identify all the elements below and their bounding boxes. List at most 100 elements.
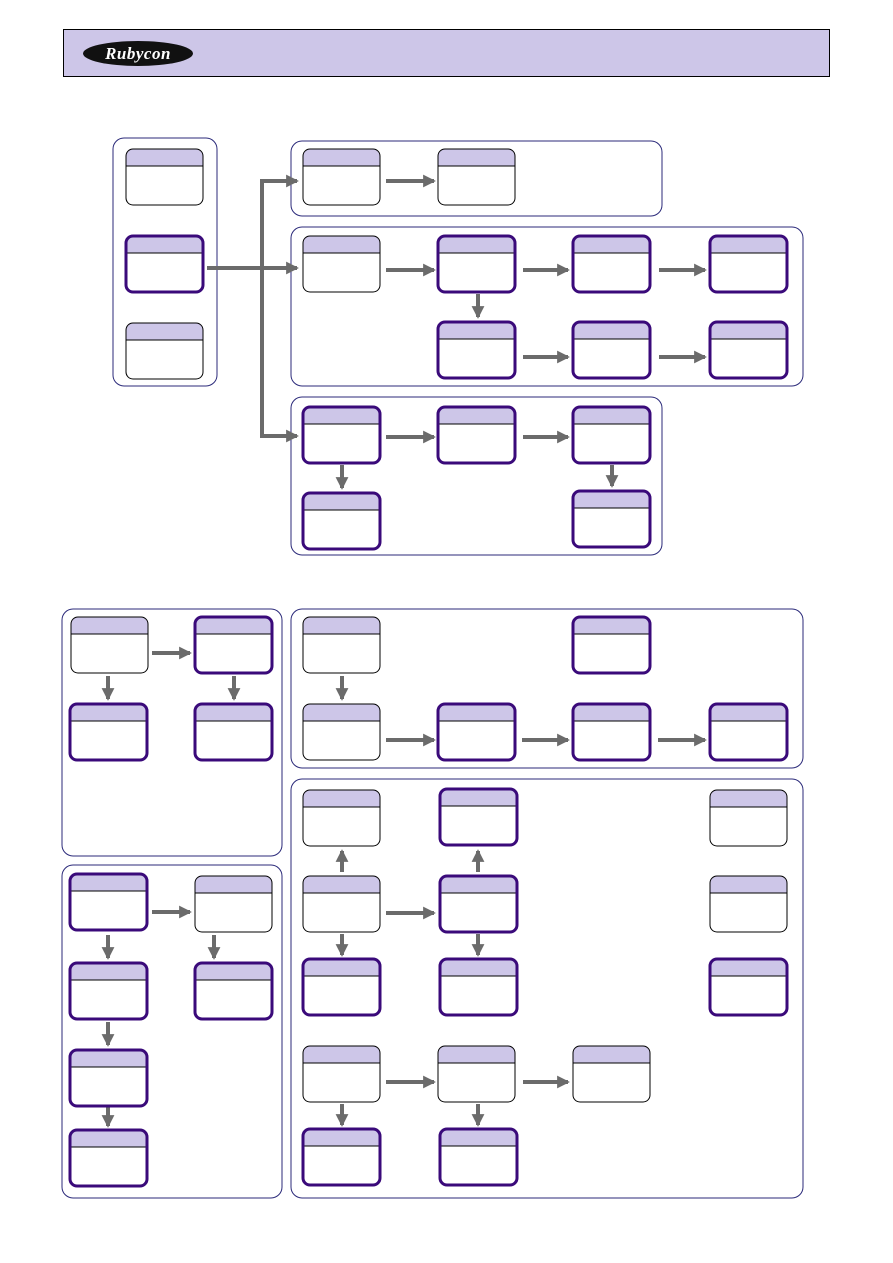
box-header xyxy=(710,322,787,339)
group-frames xyxy=(61,137,804,1199)
box-header xyxy=(303,149,380,166)
box-header xyxy=(303,617,380,634)
box-header xyxy=(303,704,380,721)
box-border xyxy=(571,320,652,380)
box-header xyxy=(438,322,515,339)
box-header xyxy=(195,876,272,893)
box-header xyxy=(438,1046,515,1063)
box-header xyxy=(195,963,272,980)
group-frame xyxy=(112,137,218,387)
box-header xyxy=(71,617,148,634)
box-header xyxy=(710,876,787,893)
flow-box xyxy=(438,874,519,934)
box-border xyxy=(572,1045,651,1103)
flow-box xyxy=(301,957,382,1017)
box-header xyxy=(303,493,380,510)
flow-box xyxy=(571,320,652,380)
box-border xyxy=(70,616,149,674)
box-header xyxy=(440,959,517,976)
flow-box xyxy=(709,875,788,933)
box-header xyxy=(573,704,650,721)
flow-box xyxy=(68,961,149,1021)
box-header xyxy=(303,876,380,893)
logo-text: Rubycon xyxy=(105,43,171,63)
box-border xyxy=(301,957,382,1017)
box-header xyxy=(303,959,380,976)
box-border xyxy=(438,874,519,934)
flow-box xyxy=(708,320,789,380)
box-header xyxy=(303,1046,380,1063)
box-header xyxy=(438,407,515,424)
box-border xyxy=(438,957,519,1017)
box-header xyxy=(126,236,203,253)
flow-box xyxy=(571,489,652,549)
flow-arrow xyxy=(260,268,299,443)
flow-box xyxy=(302,703,381,761)
box-border xyxy=(68,961,149,1021)
box-border xyxy=(709,789,788,847)
flow-box xyxy=(193,961,274,1021)
header-bar: Rubycon xyxy=(63,29,830,77)
box-header xyxy=(70,874,147,891)
flow-box xyxy=(68,872,149,932)
box-border xyxy=(437,1045,516,1103)
box-border xyxy=(437,148,516,206)
box-header xyxy=(710,704,787,721)
group-frame xyxy=(61,608,283,857)
box-border xyxy=(302,148,381,206)
flow-box xyxy=(709,789,788,847)
flow-box xyxy=(302,235,381,293)
flow-box xyxy=(70,616,149,674)
box-border xyxy=(301,1127,382,1187)
flow-box xyxy=(708,702,789,762)
box-border xyxy=(302,703,381,761)
flow-box xyxy=(302,789,381,847)
flow-box xyxy=(571,405,652,465)
flow-boxes xyxy=(68,148,789,1188)
flow-box xyxy=(571,702,652,762)
box-border xyxy=(193,615,274,675)
flow-box xyxy=(571,615,652,675)
box-header xyxy=(573,322,650,339)
box-header xyxy=(438,236,515,253)
flow-box xyxy=(194,875,273,933)
flow-box xyxy=(302,875,381,933)
flow-box xyxy=(438,957,519,1017)
flow-box xyxy=(302,616,381,674)
box-border xyxy=(709,875,788,933)
box-border xyxy=(125,148,204,206)
box-border xyxy=(436,234,517,294)
box-border xyxy=(193,702,274,762)
flow-box xyxy=(124,234,205,294)
box-border xyxy=(68,1128,149,1188)
box-border xyxy=(571,615,652,675)
box-header xyxy=(573,236,650,253)
box-header xyxy=(440,789,517,806)
box-border xyxy=(302,789,381,847)
box-border xyxy=(68,1048,149,1108)
box-header xyxy=(573,407,650,424)
box-border xyxy=(438,787,519,847)
box-header xyxy=(195,617,272,634)
flow-box xyxy=(302,148,381,206)
box-border xyxy=(302,616,381,674)
flow-box xyxy=(437,1045,516,1103)
flow-box xyxy=(438,1127,519,1187)
flow-box xyxy=(708,234,789,294)
flow-arrows xyxy=(101,174,707,1128)
box-border xyxy=(708,702,789,762)
flow-box xyxy=(436,702,517,762)
box-header xyxy=(126,323,203,340)
box-border xyxy=(438,1127,519,1187)
box-border xyxy=(301,491,382,551)
flow-box xyxy=(68,702,149,762)
box-border xyxy=(68,702,149,762)
box-border xyxy=(436,320,517,380)
box-border xyxy=(571,405,652,465)
flow-box xyxy=(708,957,789,1017)
flow-box xyxy=(68,1048,149,1108)
box-header xyxy=(573,491,650,508)
group-frame xyxy=(290,226,804,387)
flow-box xyxy=(193,702,274,762)
box-header xyxy=(438,149,515,166)
